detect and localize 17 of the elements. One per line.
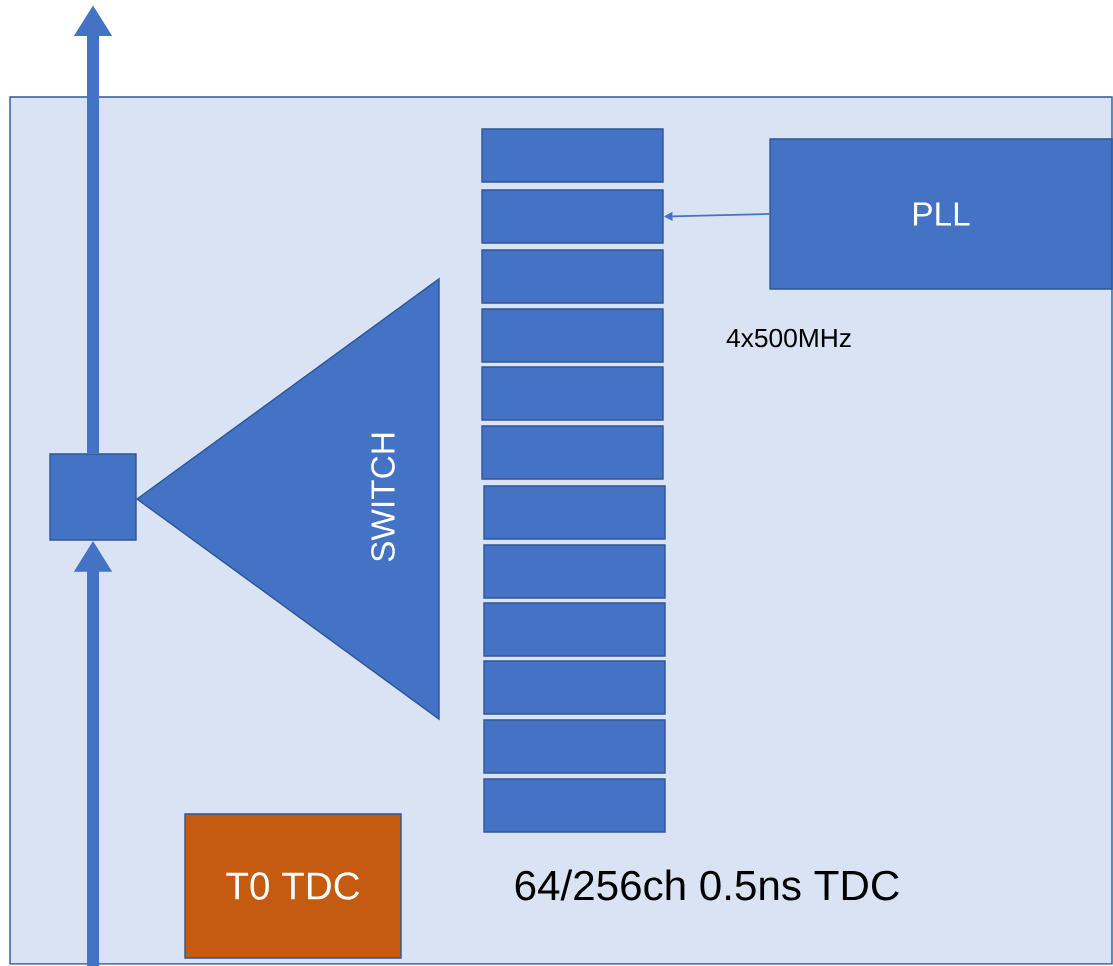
pll-box: PLL bbox=[769, 138, 1113, 290]
channel-box bbox=[481, 366, 664, 421]
channel-box bbox=[481, 128, 664, 183]
multiplexer-box bbox=[49, 453, 137, 541]
tdc-box: T0 TDC bbox=[184, 813, 402, 959]
channel-box bbox=[483, 778, 666, 833]
channel-box bbox=[483, 660, 666, 715]
channel-box bbox=[481, 425, 664, 480]
channel-box bbox=[481, 189, 664, 244]
channel-box bbox=[481, 308, 664, 363]
channel-box bbox=[483, 602, 666, 657]
channel-box bbox=[483, 544, 666, 599]
text-label: 64/256ch 0.5ns TDC bbox=[515, 869, 899, 901]
channel-box bbox=[483, 719, 666, 774]
text-label: 4x500MHz bbox=[726, 328, 851, 348]
channel-box bbox=[483, 485, 666, 540]
channel-box bbox=[481, 249, 664, 304]
